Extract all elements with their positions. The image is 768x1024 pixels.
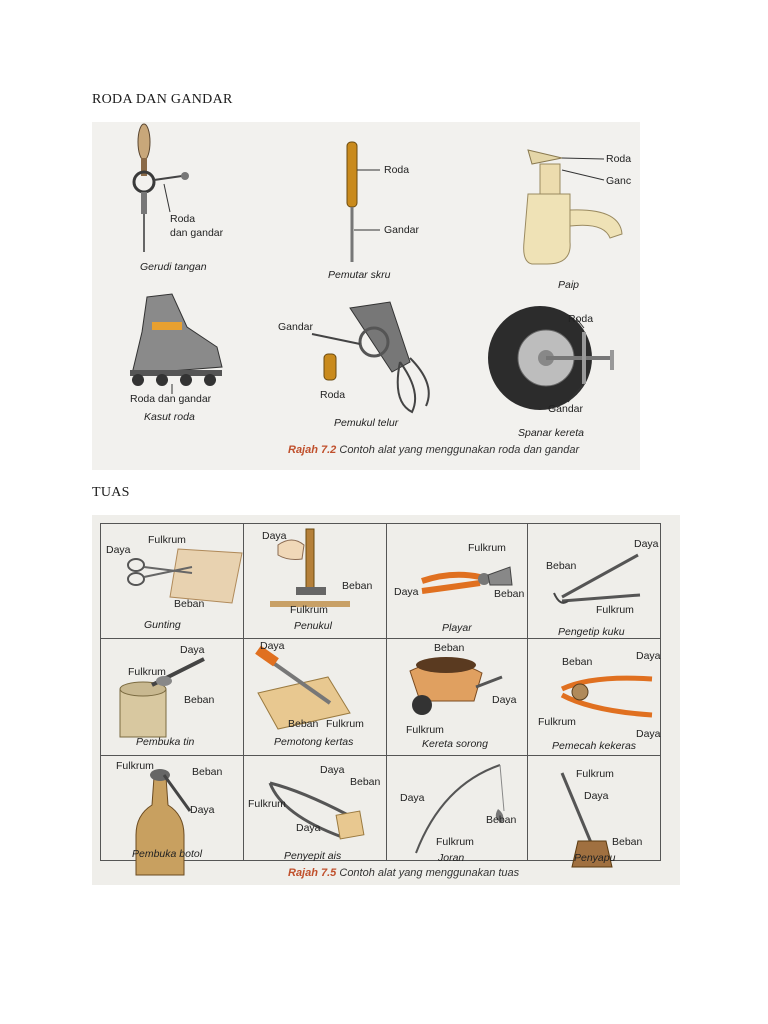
label-gerudi-roda: Roda (170, 213, 196, 225)
wheelbarrow-illustration (409, 657, 503, 715)
figure-tuas: Fulkrum Daya Beban Gunting Daya Beban Fu… (92, 515, 680, 885)
caption-rajah-7-5-text: Contoh alat yang menggunakan tuas (339, 867, 520, 879)
label-penyapu-beban: Beban (612, 836, 643, 848)
label-telur-gandar: Gandar (278, 321, 314, 333)
label-playar-daya: Daya (394, 586, 419, 598)
fishing-rod-illustration (415, 764, 505, 854)
label-botol-fulkrum: Fulkrum (116, 760, 154, 772)
label-penukul: Penukul (294, 620, 332, 632)
screwdriver-illustration (346, 141, 380, 262)
broom-illustration (560, 772, 613, 868)
label-penyapu-fulkrum: Fulkrum (576, 768, 614, 780)
label-joran-daya: Daya (400, 792, 425, 804)
label-penyapu: Penyapu (574, 852, 616, 864)
label-kertas-daya: Daya (260, 640, 285, 652)
label-pengetip-kuku: Pengetip kuku (558, 626, 625, 638)
label-playar-fulkrum: Fulkrum (468, 542, 506, 554)
label-penyapu-daya: Daya (584, 790, 609, 802)
label-botol-daya: Daya (190, 804, 215, 816)
label-kekeras-daya-1: Daya (636, 650, 661, 662)
label-telur-roda: Roda (320, 389, 346, 401)
label-gunting-fulkrum: Fulkrum (148, 534, 186, 546)
label-sorong-fulkrum: Fulkrum (406, 724, 444, 736)
label-tin-fulkrum: Fulkrum (128, 666, 166, 678)
label-kekeras-fulkrum: Fulkrum (538, 716, 576, 728)
heading-roda-dan-gandar: RODA DAN GANDAR (92, 92, 233, 107)
label-gunting-daya: Daya (106, 544, 131, 556)
label-penukul-daya: Daya (262, 530, 287, 542)
label-paip-gandar: Ganc (606, 175, 632, 187)
caption-rajah-7-2-text: Contoh alat yang menggunakan roda dan ga… (339, 444, 580, 456)
label-kuku-fulkrum: Fulkrum (596, 604, 634, 616)
label-playar-beban: Beban (494, 588, 525, 600)
caption-rajah-7-2-number: Rajah 7.2 (288, 444, 337, 456)
ice-tongs-illustration (268, 781, 365, 840)
label-paip-roda: Roda (606, 153, 632, 165)
label-ais-daya-1: Daya (320, 764, 345, 776)
caption-rajah-7-5: Rajah 7.5 Contoh alat yang menggunakan t… (288, 867, 519, 879)
figure-7-5-illustrations (119, 528, 653, 876)
label-gunting: Gunting (144, 619, 181, 631)
label-joran-fulkrum: Fulkrum (436, 836, 474, 848)
nutcracker-illustration (560, 675, 653, 718)
tap-illustration (523, 149, 623, 265)
label-sorong-daya: Daya (492, 694, 517, 706)
label-joran-beban: Beban (486, 814, 517, 826)
label-gerudi-dan-gandar: dan gandar (170, 227, 224, 239)
heading-tuas: TUAS (92, 485, 130, 500)
label-ais-beban: Beban (350, 776, 381, 788)
bottle-opener-illustration (135, 769, 192, 876)
label-joran: Joran (438, 852, 465, 864)
label-sorong-beban: Beban (434, 642, 465, 654)
label-pemukul-telur: Pemukul telur (334, 417, 399, 429)
label-kasut-roda-dan-gandar: Roda dan gandar (130, 393, 212, 405)
label-spanar-kereta: Spanar kereta (518, 427, 584, 439)
label-spanar-roda: Roda (568, 313, 594, 325)
roller-skate-illustration (130, 293, 223, 394)
pliers-illustration (421, 566, 513, 594)
label-kereta-sorong: Kereta sorong (422, 738, 488, 750)
hammer-illustration (270, 528, 350, 607)
scissors-illustration (127, 548, 243, 604)
label-pembuka-tin: Pembuka tin (136, 736, 195, 748)
egg-beater-illustration (311, 301, 430, 414)
label-skru-gandar: Gandar (384, 224, 420, 236)
hand-drill-illustration (132, 123, 189, 252)
label-spanar-gandar: Gandar (548, 403, 584, 415)
lever-grid (96, 519, 661, 861)
label-pembuka-botol: Pembuka botol (132, 848, 203, 860)
label-tin-beban: Beban (184, 694, 215, 706)
label-kertas-beban: Beban (288, 718, 319, 730)
label-pemutar-skru: Pemutar skru (328, 269, 391, 281)
label-kekeras-daya-2: Daya (636, 728, 661, 740)
label-kertas-fulkrum: Fulkrum (326, 718, 364, 730)
can-opener-illustration (119, 657, 205, 738)
label-gerudi-tangan: Gerudi tangan (140, 261, 207, 273)
label-kuku-daya: Daya (634, 538, 659, 550)
caption-rajah-7-2: Rajah 7.2 Contoh alat yang menggunakan r… (288, 444, 579, 456)
label-kuku-beban: Beban (546, 560, 577, 572)
caption-rajah-7-5-number: Rajah 7.5 (288, 867, 337, 879)
label-botol-beban: Beban (192, 766, 223, 778)
nail-clipper-illustration (553, 553, 641, 604)
label-penukul-fulkrum: Fulkrum (290, 604, 328, 616)
label-penyepit-ais: Penyepit ais (284, 850, 342, 862)
label-ais-daya-2: Daya (296, 822, 321, 834)
label-kekeras-beban: Beban (562, 656, 593, 668)
label-paip: Paip (558, 279, 580, 291)
paper-cutter-illustration (255, 645, 351, 730)
label-playar: Playar (442, 622, 472, 634)
label-gunting-beban: Beban (174, 598, 205, 610)
figure-roda-dan-gandar: Roda dan gandar Gerudi tangan Roda Ganda… (92, 122, 640, 470)
label-pemecah-kekeras: Pemecah kekeras (552, 740, 637, 752)
label-pemotong-kertas: Pemotong kertas (274, 736, 354, 748)
label-penukul-beban: Beban (342, 580, 373, 592)
figure-7-2-illustrations (130, 123, 623, 414)
label-ais-fulkrum: Fulkrum (248, 798, 286, 810)
label-skru-roda: Roda (384, 164, 410, 176)
car-wheel-illustration (488, 306, 614, 410)
label-kasut-roda: Kasut roda (144, 411, 195, 423)
label-tin-daya: Daya (180, 644, 205, 656)
